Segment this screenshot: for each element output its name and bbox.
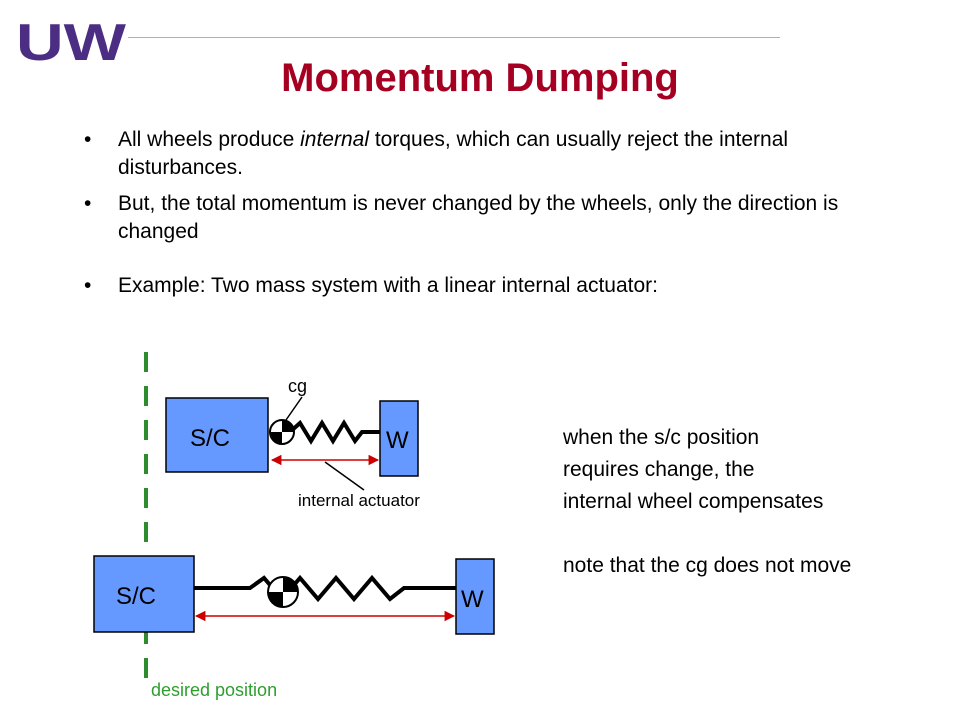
two-mass-diagram: S/C W cg internal actuator S/C W — [93, 352, 851, 700]
lower-sc-label: S/C — [116, 583, 156, 610]
upper-spring — [288, 419, 380, 445]
upper-sc-box — [165, 397, 269, 473]
header-rule — [128, 37, 780, 38]
lower-sc-box — [93, 555, 195, 633]
upper-sc-label: S/C — [190, 425, 230, 452]
note-line-4: note that the cg does not move — [563, 554, 851, 577]
upper-w-box — [379, 400, 419, 477]
slide-title: Momentum Dumping — [281, 56, 679, 100]
bullet-list: All wheels produce internal torques, whi… — [84, 126, 904, 308]
lower-spring — [194, 574, 456, 603]
upper-w-label: W — [386, 427, 409, 454]
cg-pointer — [285, 396, 303, 421]
uw-logo: UW — [16, 14, 127, 70]
uw-logo-text: UW — [16, 14, 127, 70]
upper-cg-symbol — [269, 419, 295, 445]
bullet-2: But, the total momentum is never changed… — [84, 190, 904, 246]
desired-position-label: desired position — [151, 680, 277, 700]
bullet-1-emphasis: internal — [300, 128, 369, 151]
note-line-1: when the s/c position — [562, 426, 759, 449]
actuator-pointer — [324, 461, 365, 491]
actuator-label: internal actuator — [298, 491, 420, 510]
note-line-2: requires change, the — [563, 458, 754, 481]
bullet-1: All wheels produce internal torques, whi… — [84, 126, 904, 182]
note-line-3: internal wheel compensates — [563, 490, 823, 513]
lower-cg-symbol — [267, 576, 299, 608]
cg-label: cg — [288, 376, 307, 396]
lower-w-box — [455, 558, 495, 635]
lower-w-label: W — [461, 586, 484, 613]
bullet-3: Example: Two mass system with a linear i… — [84, 272, 904, 300]
